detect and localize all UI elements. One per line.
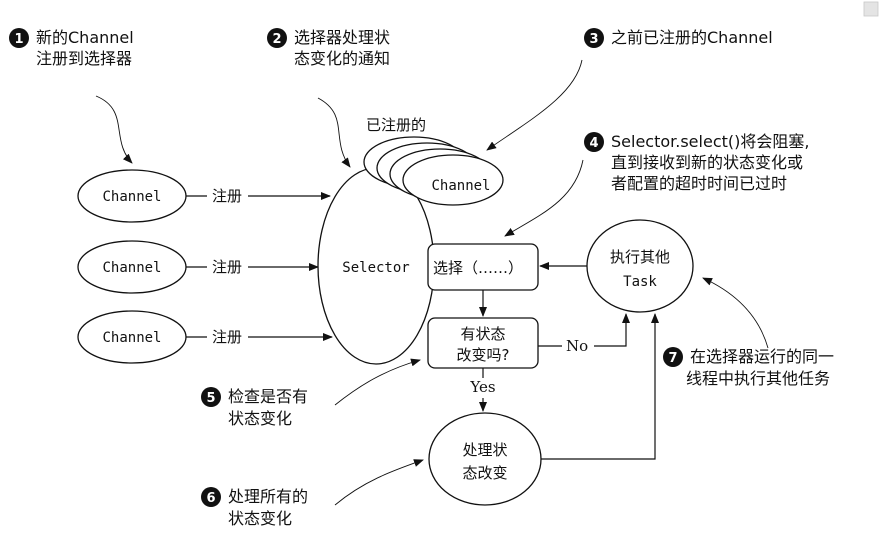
callout-3-badge <box>584 28 604 48</box>
callout-5-pointer <box>334 358 421 406</box>
registered-channels-label: 已注册的 <box>366 116 426 134</box>
callout-3-number: 3 <box>589 32 598 47</box>
task-line-1: 执行其他 <box>610 248 670 266</box>
process-line-1: 处理状 <box>462 441 507 459</box>
edge-check-no: No <box>538 313 630 355</box>
callout-1-badge <box>9 28 29 48</box>
register-edge-2: 注册 <box>186 258 319 276</box>
channel-node-3: Channel <box>77 310 187 364</box>
callout-2-line-1: 选择器处理状 <box>294 28 390 47</box>
callout-1-number: 1 <box>14 32 23 47</box>
callout-6: 6 处理所有的 状态变化 <box>201 487 308 528</box>
check-state-line-1: 有状态 <box>460 325 505 343</box>
channel-label: Channel <box>102 330 161 346</box>
selector-label: Selector <box>342 260 409 276</box>
channel-label: Channel <box>102 260 161 276</box>
channel-label: Channel <box>102 189 161 205</box>
callout-2-badge <box>267 28 287 48</box>
check-state-line-2: 改变吗? <box>457 346 510 364</box>
check-state-box: 有状态 改变吗? <box>427 317 539 369</box>
callout-6-line-2: 状态变化 <box>228 509 292 528</box>
register-label: 注册 <box>212 258 242 276</box>
edge-no-label: No <box>566 337 588 355</box>
callout-1: 1 新的Channel 注册到选择器 <box>9 28 134 68</box>
callout-7-line-1: 在选择器运行的同一 <box>690 347 834 366</box>
channel-node-2: Channel <box>77 240 187 294</box>
corner-mark <box>863 1 879 17</box>
callout-4-line-2: 直到接收到新的状态变化或 <box>611 153 803 172</box>
registered-channel-label: Channel <box>431 178 490 194</box>
edge-yes-label: Yes <box>469 378 495 396</box>
select-box: 选择（……） <box>427 243 539 291</box>
callout-6-pointer <box>334 459 424 506</box>
callout-1-pointer <box>95 95 133 164</box>
callout-6-line-1: 处理所有的 <box>228 487 308 506</box>
callout-5-number: 5 <box>206 391 215 406</box>
callout-4-badge <box>584 132 604 152</box>
callout-3-pointer <box>486 59 583 151</box>
callout-5-line-2: 状态变化 <box>228 409 292 428</box>
callout-4-pointer <box>504 159 584 237</box>
register-label: 注册 <box>212 187 242 205</box>
callout-7-pointer <box>702 277 769 349</box>
callout-7-number: 7 <box>668 351 677 366</box>
task-node: 执行其他 Task <box>586 219 694 313</box>
callout-2-line-2: 态变化的通知 <box>294 49 390 68</box>
callout-4-line-1: Selector.select()将会阻塞, <box>611 132 809 151</box>
callout-5-badge <box>201 387 221 407</box>
callout-5: 5 检查是否有 状态变化 <box>201 387 308 428</box>
callout-6-number: 6 <box>206 491 215 506</box>
callout-3-line-1: 之前已注册的Channel <box>611 28 773 47</box>
callout-4-line-3: 者配置的超时时间已过时 <box>611 174 787 193</box>
register-label: 注册 <box>212 328 242 346</box>
callout-2-number: 2 <box>272 32 281 47</box>
register-edge-3: 注册 <box>186 328 333 346</box>
callout-7-line-2: 线程中执行其他任务 <box>686 369 830 388</box>
callout-4: 4 Selector.select()将会阻塞, 直到接收到新的状态变化或 者配… <box>584 132 809 193</box>
callout-1-line-1: 新的Channel <box>36 28 134 47</box>
process-node: 处理状 态改变 <box>428 412 542 506</box>
callout-7-badge <box>663 347 683 367</box>
task-line-2: Task <box>623 274 657 290</box>
callout-2-pointer <box>317 97 351 168</box>
channel-node-1: Channel <box>77 169 187 223</box>
registered-channel-stack: Channel <box>363 136 504 206</box>
process-line-2: 态改变 <box>462 464 507 482</box>
callout-2: 2 选择器处理状 态变化的通知 <box>267 28 390 68</box>
callout-7: 7 在选择器运行的同一 线程中执行其他任务 <box>663 347 834 388</box>
edge-process-to-task <box>541 313 659 460</box>
callout-5-line-1: 检查是否有 <box>228 387 308 406</box>
register-edge-1: 注册 <box>186 187 331 205</box>
callout-6-badge <box>201 487 221 507</box>
callout-4-number: 4 <box>589 136 598 151</box>
select-box-label: 选择（……） <box>433 259 523 277</box>
callout-1-line-2: 注册到选择器 <box>36 49 132 68</box>
callout-3: 3 之前已注册的Channel <box>584 28 773 48</box>
edge-check-yes: Yes <box>469 368 496 412</box>
